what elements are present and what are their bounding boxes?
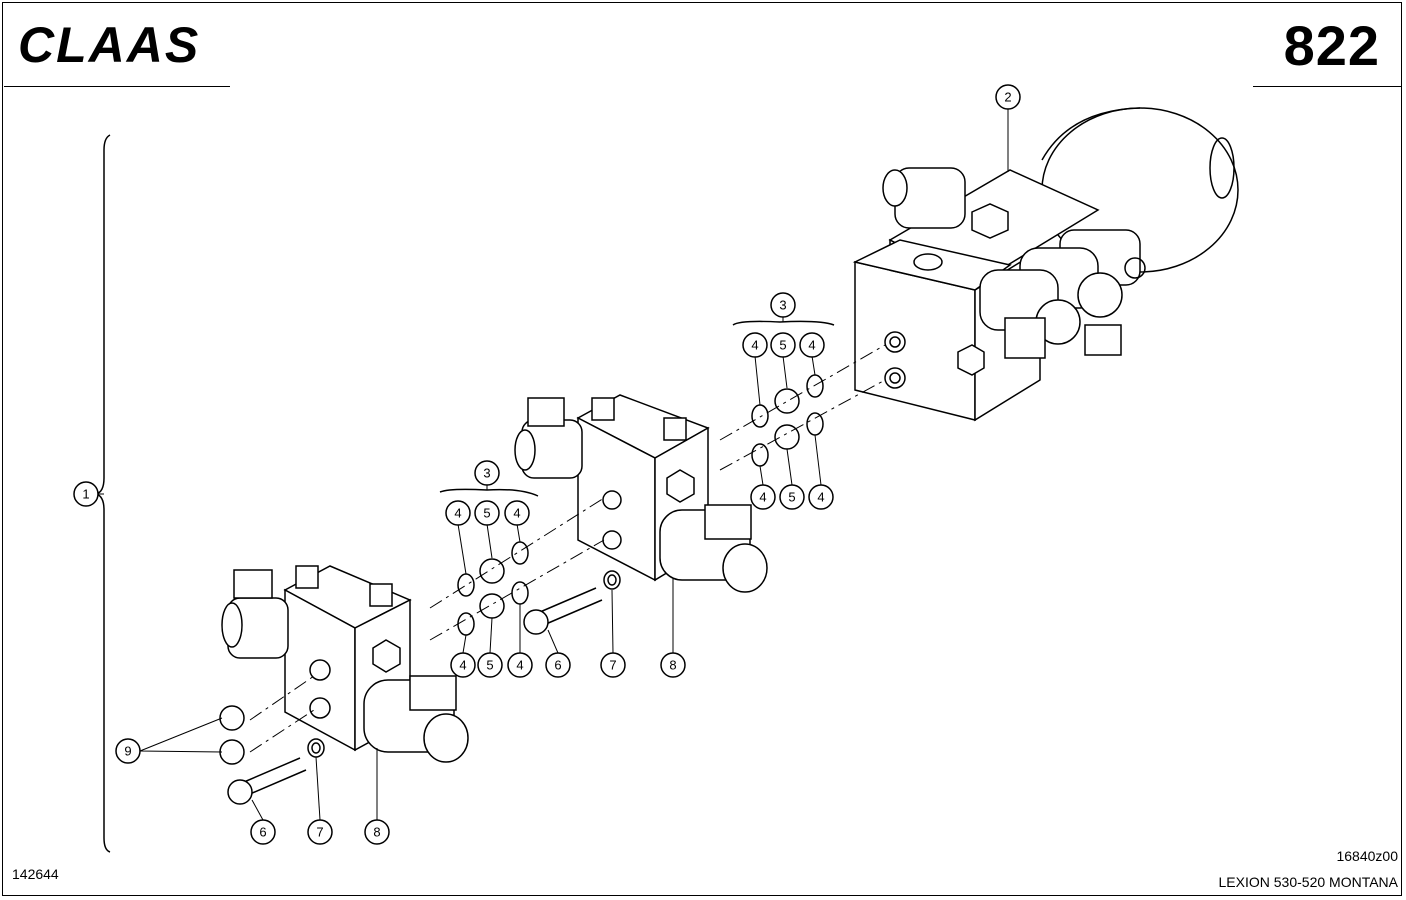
model-name: LEXION 530-520 MONTANA	[1218, 874, 1398, 890]
fitting-plugs	[219, 388, 800, 765]
callout-5c: 5	[483, 506, 490, 521]
main-valve-block	[852, 107, 1239, 422]
alignment-lines	[249, 344, 886, 753]
callout-4a: 4	[751, 338, 758, 353]
callout-4e: 4	[454, 506, 461, 521]
header-rule-right	[1253, 86, 1401, 87]
callout-6b: 6	[259, 825, 266, 840]
brand-logo-text: CLAAS	[18, 17, 200, 73]
callout-8b: 8	[373, 825, 380, 840]
callout-4h: 4	[516, 658, 523, 673]
callout-4f: 4	[513, 506, 520, 521]
callout-7b: 7	[316, 825, 323, 840]
callout-3a: 3	[779, 298, 786, 313]
callout-6a: 6	[554, 658, 561, 673]
drawing-code: 16840z00	[1336, 848, 1398, 864]
leader-lines	[98, 108, 1009, 821]
callout-1: 1	[82, 487, 89, 502]
sheet-number: 822	[1283, 14, 1380, 77]
header-rule-left	[4, 86, 230, 87]
callout-5b: 5	[788, 490, 795, 505]
callout-9: 9	[124, 744, 131, 759]
callout-3b: 3	[483, 466, 490, 481]
callout-4c: 4	[759, 490, 766, 505]
callout-4d: 4	[817, 490, 824, 505]
callout-5d: 5	[486, 658, 493, 673]
group-bracket-3b	[439, 488, 539, 497]
callout-2: 2	[1004, 90, 1011, 105]
callout-8a: 8	[669, 658, 676, 673]
callout-4b: 4	[808, 338, 815, 353]
claas-logo: CLAAS	[18, 17, 200, 73]
callout-4g: 4	[459, 658, 466, 673]
group-bracket-3a	[732, 320, 835, 326]
callout-7a: 7	[609, 658, 616, 673]
callout-circles	[73, 84, 1021, 845]
callout-5a: 5	[779, 338, 786, 353]
left-valve-section	[221, 565, 469, 763]
middle-valve-section	[514, 394, 768, 593]
reference-number: 142644	[12, 866, 59, 882]
bolts	[227, 587, 603, 805]
